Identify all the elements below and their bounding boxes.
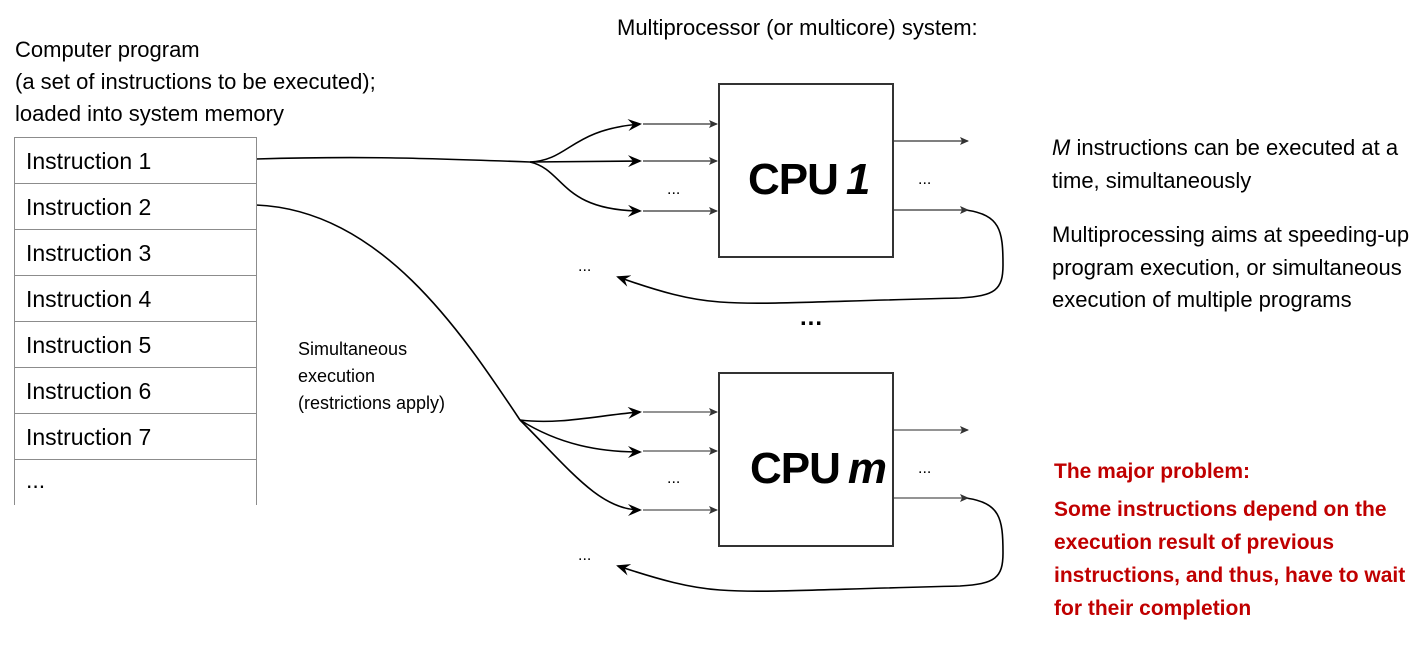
output-ellipsis-cpu1: ... — [918, 171, 932, 188]
wire-cpu1-in3 — [529, 161, 642, 217]
problem-body: Some instructions depend on the executio… — [1054, 498, 1406, 620]
instruction-table: Instruction 1 Instruction 2 Instruction … — [14, 137, 257, 505]
instruction-row: Instruction 2 — [15, 183, 256, 229]
instruction-row: Instruction 3 — [15, 229, 256, 275]
instruction-row: Instruction 7 — [15, 413, 256, 459]
problem-note: The major problem: Some instructions dep… — [1054, 456, 1414, 625]
caption-line: (a set of instructions to be executed); — [15, 69, 376, 94]
label-line: Simultaneous — [298, 339, 408, 359]
wire-cpu1-in1 — [529, 119, 642, 163]
caption-line: Computer program — [15, 37, 200, 62]
feedback-loop-cpum — [616, 497, 1004, 593]
cpu-label-text: CPU — [748, 155, 839, 204]
instruction-row: Instruction 6 — [15, 367, 256, 413]
wire-instr2 — [255, 204, 521, 421]
wire-cpum-in1 — [519, 406, 642, 423]
var-m: M — [1052, 135, 1071, 160]
note-text: instructions can be executed at a time, … — [1052, 135, 1399, 193]
note-multiprocessing: Multiprocessing aims at speeding-up prog… — [1052, 222, 1410, 312]
note-parallel-execution: M instructions can be executed at a time… — [1052, 132, 1412, 197]
instruction-row: Instruction 4 — [15, 275, 256, 321]
wire-cpu1-in2 — [529, 155, 642, 168]
feedback-loop-cpu1 — [616, 209, 1004, 305]
feedback-ellipsis-cpum: ... — [578, 547, 592, 564]
cpu-label-text: CPU — [750, 444, 841, 493]
notes: M instructions can be executed at a time… — [1052, 132, 1412, 317]
instruction-row: Instruction 5 — [15, 321, 256, 367]
problem-heading: The major problem: — [1054, 460, 1251, 483]
wire-instr1 — [255, 156, 531, 163]
instruction-row-ellipsis: ... — [15, 459, 256, 505]
cpu-index: m — [847, 444, 887, 493]
simultaneous-execution-label: Simultaneous execution (restrictions app… — [298, 336, 445, 417]
label-line: execution — [298, 366, 376, 386]
instruction-row: Instruction 1 — [15, 137, 256, 183]
input-ellipsis-cpum: ... — [667, 470, 681, 487]
caption-line: loaded into system memory — [15, 101, 284, 126]
system-title: Multiprocessor (or multicore) system: — [617, 15, 978, 40]
wire-cpum-in2 — [519, 419, 642, 458]
between-cpus-ellipsis: ... — [800, 304, 824, 331]
feedback-ellipsis-cpu1: ... — [578, 258, 592, 275]
output-ellipsis-cpum: ... — [918, 460, 932, 477]
label-line: (restrictions apply) — [298, 393, 446, 413]
cpu-index: 1 — [845, 155, 871, 204]
wire-cpum-in3 — [519, 419, 642, 516]
program-caption: Computer program (a set of instructions … — [15, 34, 376, 130]
input-ellipsis-cpu1: ... — [667, 181, 681, 198]
